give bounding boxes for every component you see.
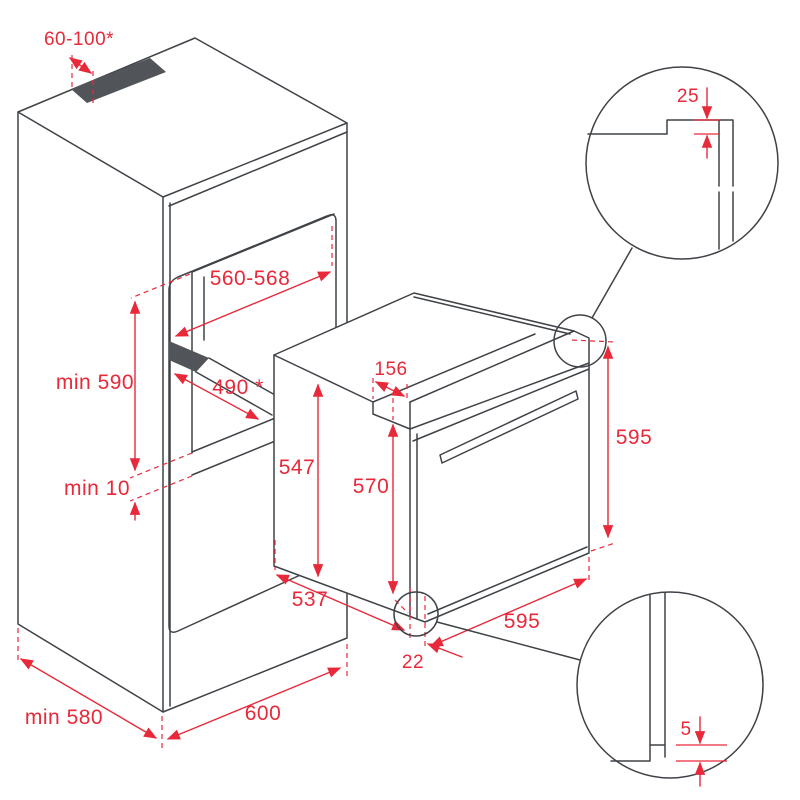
- cabinet-width-arrow: [166, 667, 342, 740]
- setback-arrow: [374, 381, 406, 397]
- leader-line-bottom: [436, 621, 581, 661]
- dimension-labels: 60-100* 560-568 min 590 490 * min 10 min…: [25, 29, 699, 740]
- dim-label-door-height: 570: [353, 475, 390, 498]
- dim-label-detail-bottom: 5: [680, 719, 691, 740]
- detail-top-ticks: [694, 119, 719, 135]
- vent-arrow: [68, 57, 93, 74]
- cabinet-depth-arrow: [19, 658, 158, 739]
- detail-bottom-profile: [610, 592, 666, 762]
- fascia-bottom-edge: [409, 362, 590, 430]
- detail-circle-bottom: [576, 591, 764, 787]
- dim-label-cabinet-depth: min 580: [25, 706, 103, 729]
- dim-label-niche-width: 560-568: [210, 267, 291, 290]
- cabinet-outline: [17, 37, 348, 713]
- dim-label-shelf-depth: 490 *: [212, 376, 264, 399]
- door-top-edge: [412, 368, 590, 442]
- detail-bottom-circle: [576, 591, 764, 779]
- oven-depth-arrow: [275, 574, 406, 631]
- dim-label-top-setback: 156: [374, 359, 407, 380]
- detail-bottom-ticks: [676, 744, 727, 762]
- detail-top-profile: [587, 119, 734, 250]
- cabinet-top-face-edges: [17, 111, 348, 198]
- vent-opening: [71, 58, 166, 103]
- oven-top-right-inner: [413, 296, 571, 335]
- dim-label-cabinet-width: 600: [245, 702, 282, 725]
- setback-dashes: [372, 378, 408, 400]
- dim-label-bottom-clearance: min 10: [64, 477, 130, 500]
- cabinet-top-band-line: [168, 131, 348, 207]
- dim-label-oven-height: 595: [616, 426, 653, 449]
- dim-label-niche-height: min 590: [56, 371, 134, 394]
- lip-dashes: [409, 588, 426, 648]
- dimension-lines: [17, 55, 616, 750]
- oven-drawing: [273, 292, 590, 623]
- door-handle: [439, 390, 579, 464]
- corner-marker-bottom: [393, 591, 439, 637]
- cabinet-depth-dashes: [17, 628, 163, 750]
- oven-height-dashes: [571, 339, 616, 552]
- dim-label-detail-top: 25: [677, 86, 699, 107]
- detail-callouts: [393, 66, 779, 787]
- leader-line-top: [591, 247, 633, 319]
- oven-silhouette: [273, 292, 590, 623]
- dim-label-vent-clearance: 60-100*: [44, 29, 114, 50]
- shelf-depth-arrow: [173, 373, 260, 420]
- oven-width-arrow: [429, 578, 588, 647]
- niche-height-dash-top: [130, 273, 191, 299]
- dim-label-oven-width: 595: [504, 610, 541, 633]
- shelf-front-edge: [169, 341, 209, 372]
- oven-top-notch: [273, 354, 411, 430]
- gap-dashes: [129, 452, 193, 502]
- fascia-top-edge: [409, 330, 575, 403]
- lip-arrow: [426, 643, 463, 658]
- dim-label-bottom-lip: 22: [402, 652, 424, 673]
- detail-circle-top: [585, 66, 779, 260]
- dim-label-body-height: 547: [279, 456, 316, 479]
- corner-marker-top: [553, 314, 607, 368]
- detail-top-circle: [585, 66, 779, 260]
- dim-label-oven-depth: 537: [292, 588, 329, 611]
- niche-width-arrow: [174, 271, 332, 337]
